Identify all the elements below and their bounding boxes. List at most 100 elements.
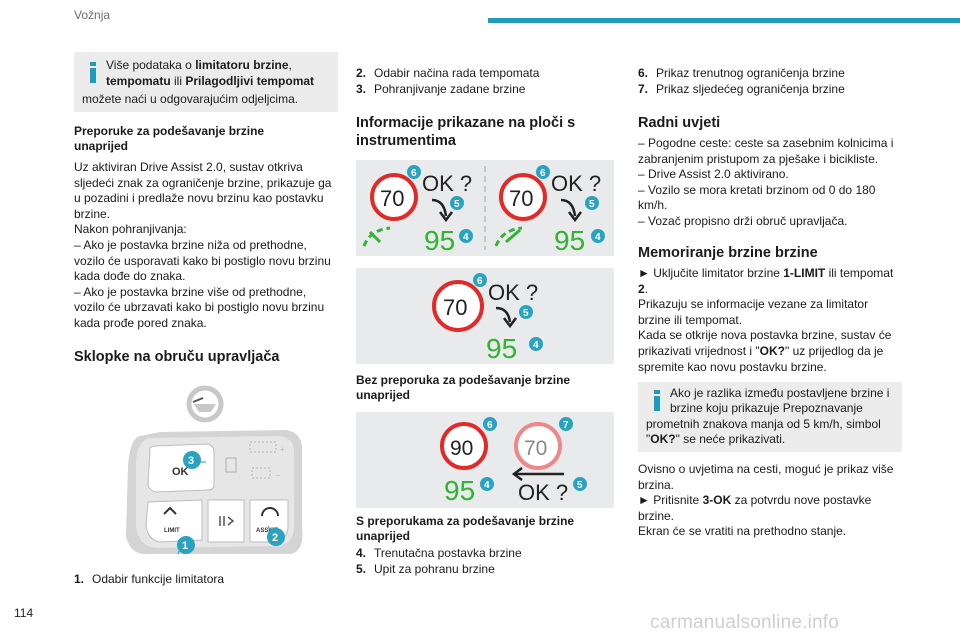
recommendations-line: kada dođe do znaka. [74, 269, 186, 284]
legend-item-7: 7.Prikaz sljedećeg ograničenja brzine [638, 82, 845, 96]
badge-6d: 6 [483, 417, 497, 431]
info-box-more-data: Više podataka o limitatoru brzine, tempo… [74, 52, 338, 112]
info-box-threshold: Ako je razlika između postavljene brzine… [638, 382, 902, 452]
conditions-list: – Pogodne ceste: ceste sa zasebnim kolni… [638, 136, 908, 230]
svg-text:4: 4 [463, 232, 469, 243]
heading-recommendations: Preporuke za podešavanje brzine unaprije… [74, 124, 265, 153]
cruise-gauge-icon-right [494, 226, 523, 247]
svg-text:70: 70 [524, 437, 547, 460]
badge-5d: 5 [573, 477, 587, 491]
badge-2: 2 [267, 528, 285, 546]
caption-no-recommendation: Bez preporuka za podešavanje brzine unap… [356, 373, 571, 402]
info-threshold-line-4: "OK?" se neće prikazivati. [646, 432, 786, 446]
recommendations-line: sljedeći znak za ograničenje brzine, pri… [74, 175, 332, 190]
info-text-line-2: tempomatu ili Prilagodljivi tempomat [106, 74, 315, 88]
recommendations-line: kada prođe pored znaka. [74, 315, 207, 330]
badge-4: 4 [459, 229, 473, 243]
limit-button-label: LIMIT [164, 528, 180, 534]
svg-text:70: 70 [380, 186, 404, 211]
condition-line: – Pogodne ceste: ceste sa zasebnim kolni… [638, 136, 894, 150]
recommendations-line: vozilo će ubrzavati kako bi postiglo nov… [74, 300, 325, 315]
info-threshold-line-3: prometnih znakova manja od 5 km/h, simbo… [646, 417, 881, 431]
badge-4d: 4 [480, 477, 494, 491]
heading-steering-switches: Sklopke na obruču upravljača [74, 349, 280, 365]
badge-6c: 6 [473, 273, 487, 287]
svg-text:2: 2 [272, 532, 278, 544]
badge-6b: 6 [536, 165, 550, 179]
info-threshold-line-1: Ako je razlika između postavljene brzine… [670, 386, 890, 400]
cluster-panel-bottom: 90 70 6 7 95 4 OK ? 5 [356, 412, 614, 508]
svg-text:+: + [280, 445, 285, 454]
badge-3: 3 [183, 451, 201, 469]
ok-prompt-bottom: OK ? [518, 480, 568, 505]
info-text-line-1: Više podataka o limitatoru brzine, [106, 58, 292, 72]
svg-text:1: 1 [182, 540, 188, 552]
page-number: 114 [14, 606, 34, 620]
ok-button[interactable]: OK [147, 443, 215, 493]
recommendations-paragraph: Uz aktiviran Drive Assist 2.0, sustav ot… [74, 160, 340, 332]
speed-limit-sign-middle: 70 [432, 280, 484, 332]
limit-button[interactable]: LIMIT [145, 499, 203, 543]
display-icons: + − [225, 441, 285, 480]
recommendations-line: Uz aktiviran Drive Assist 2.0, sustav ot… [74, 160, 303, 174]
badge-5c: 5 [519, 305, 533, 319]
svg-text:5: 5 [523, 308, 529, 319]
condition-line: km/h. [638, 198, 668, 213]
heading-operating-conditions: Radni uvjeti [638, 115, 721, 131]
condition-line: – Vozilo se mora kretati brzinom od 0 do… [638, 182, 876, 197]
watermark: carmanualsonline.info [650, 612, 840, 633]
memorize-paragraph: ► Uključite limitator brzine 1-LIMIT ili… [638, 266, 894, 374]
svg-text:5: 5 [589, 199, 595, 210]
legend-item-5: 5.Upit za pohranu brzine [356, 562, 495, 576]
svg-text:70: 70 [509, 186, 533, 211]
condition-line: zabranjenim pristupom za pješake i bicik… [638, 151, 879, 166]
legend-item-6: 6.Prikaz trenutnog ograničenja brzine [638, 66, 845, 80]
svg-text:6: 6 [540, 168, 546, 179]
recommendations-line: vozilo će usporavati kako bi postiglo no… [74, 253, 331, 268]
svg-text:4: 4 [484, 480, 490, 491]
condition-line: – Vozač propisno drži obruč upravljača. [638, 213, 848, 228]
info-text-line-3: možete naći u odgovarajućim odjeljcima. [82, 92, 299, 106]
recommendations-line: – Ako je postavka brzine niža od prethod… [74, 237, 307, 252]
svg-text:6: 6 [477, 276, 483, 287]
recommendations-line: brzine. [74, 206, 111, 221]
svg-text:90: 90 [450, 437, 473, 460]
final-paragraph: Ovisno o uvjetima na cesti, moguć je pri… [638, 462, 894, 539]
ok-prompt-left: OK ? [422, 171, 472, 196]
recommendations-line: u pozadini i predlaže novu brzinu kao po… [74, 191, 324, 206]
ok-button-label: OK [172, 466, 189, 478]
info-threshold-line-2: brzine koju prikazuje Prepoznavanje [670, 401, 863, 415]
ok-prompt-middle: OK ? [488, 280, 538, 305]
legend-item-1: 1.Odabir funkcije limitatora [74, 572, 225, 586]
recommendations-line: – Ako je postavka brzine više od prethod… [74, 284, 307, 299]
speed-limit-sign-left: 70 [370, 173, 418, 221]
svg-text:3: 3 [188, 455, 194, 467]
svg-text:−: − [276, 471, 281, 480]
svg-text:6: 6 [487, 420, 493, 431]
svg-text:7: 7 [563, 420, 569, 431]
assist-button-label: ASSIST [256, 528, 278, 534]
speed-limit-sign-current: 90 [440, 422, 488, 470]
recommendations-line: Nakon pohranjivanja: [74, 222, 187, 237]
badge-4c: 4 [529, 337, 543, 351]
svg-text:4: 4 [595, 232, 601, 243]
cluster-panel-middle: 70 OK ? 6 5 95 4 [356, 268, 614, 364]
heading-memorize-speed: Memoriranje brzine brzine [638, 245, 818, 261]
speed-limit-sign-right: 70 [499, 173, 547, 221]
set-speed-right: 95 [554, 225, 585, 256]
mode-button[interactable] [207, 499, 245, 543]
badge-5: 5 [450, 196, 464, 210]
header-accent-bar [488, 18, 960, 23]
set-speed-middle: 95 [486, 333, 517, 364]
cluster-panel-top: 70 OK ? 6 5 95 4 70 OK ? 6 5 95 4 [356, 160, 614, 256]
badge-4b: 4 [591, 229, 605, 243]
caption-with-recommendation: S preporukama za podešavanje brzine unap… [356, 514, 575, 543]
heading-instrument-info: Informacije prikazane na ploči s instrum… [356, 115, 576, 149]
ok-prompt-right: OK ? [551, 171, 601, 196]
svg-text:5: 5 [577, 480, 583, 491]
svg-text:70: 70 [443, 295, 467, 320]
set-speed-left: 95 [424, 225, 455, 256]
steering-switches-illustration: OK + − LIMIT ASSIST 3 1 2 [126, 385, 303, 555]
legend-item-2: 2.Odabir načina rada tempomata [356, 66, 540, 80]
speed-limit-sign-next: 70 [514, 422, 562, 470]
